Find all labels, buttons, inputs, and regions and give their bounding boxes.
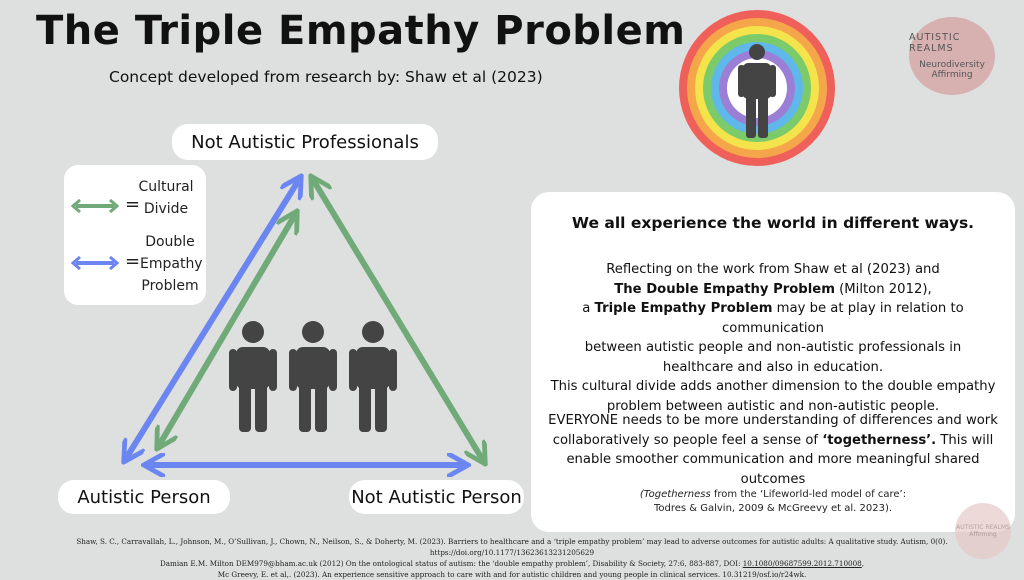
reference-mcgreevy: Mc Greevy, E. et al,. (2023). An experie… bbox=[217, 570, 807, 579]
page-subtitle: Concept developed from research by: Shaw… bbox=[109, 68, 543, 86]
legend-double-empathy: Double Empathy Problem bbox=[140, 234, 203, 294]
reference-milton: Damian E.M. Milton DEM979@bham.ac.uk (20… bbox=[159, 559, 865, 568]
card-paragraph-1: Reflecting on the work from Shaw et al (… bbox=[550, 262, 996, 414]
green-double-arrow-icon bbox=[70, 199, 120, 213]
legend-equals: = bbox=[125, 251, 141, 272]
person-icon bbox=[229, 321, 277, 432]
green-arrow-right-side bbox=[312, 178, 484, 462]
green-arrow-inner-left bbox=[158, 213, 296, 447]
autistic-realms-badge: AUTISTIC REALMS Neurodiversity Affirming bbox=[909, 17, 995, 95]
page-title: The Triple Empathy Problem bbox=[36, 8, 686, 54]
rainbow-person-icon bbox=[679, 10, 835, 166]
person-icon bbox=[349, 321, 397, 432]
references: Shaw, S. C., Carravallah, L., Johnson, M… bbox=[0, 536, 1024, 580]
person-icon bbox=[289, 321, 337, 432]
legend-cultural-divide: Cultural Divide bbox=[138, 179, 194, 217]
legend-equals: = bbox=[125, 194, 141, 215]
node-not-autistic-person: Not Autistic Person bbox=[349, 480, 524, 514]
reference-shaw: Shaw, S. C., Carravallah, L., Johnson, M… bbox=[76, 537, 948, 557]
legend-box: = Cultural Divide = Double Empathy Probl… bbox=[64, 165, 206, 305]
card-paragraph-2: EVERYONE needs to be more understanding … bbox=[548, 413, 998, 487]
card-heading: We all experience the world in different… bbox=[571, 214, 975, 232]
card-footnote: (Togetherness from the ‘Lifeworld-led mo… bbox=[639, 489, 907, 514]
reference-milton-doi-link[interactable]: 10.1080/09687599.2012.710008 bbox=[742, 559, 862, 568]
node-autistic-person: Autistic Person bbox=[58, 480, 230, 514]
blue-double-arrow-icon bbox=[70, 256, 120, 270]
explanation-card: We all experience the world in different… bbox=[531, 192, 1015, 532]
autistic-realms-watermark: AUTISTIC REALMS Affirming bbox=[955, 503, 1011, 559]
node-not-autistic-professionals: Not Autistic Professionals bbox=[172, 124, 438, 160]
